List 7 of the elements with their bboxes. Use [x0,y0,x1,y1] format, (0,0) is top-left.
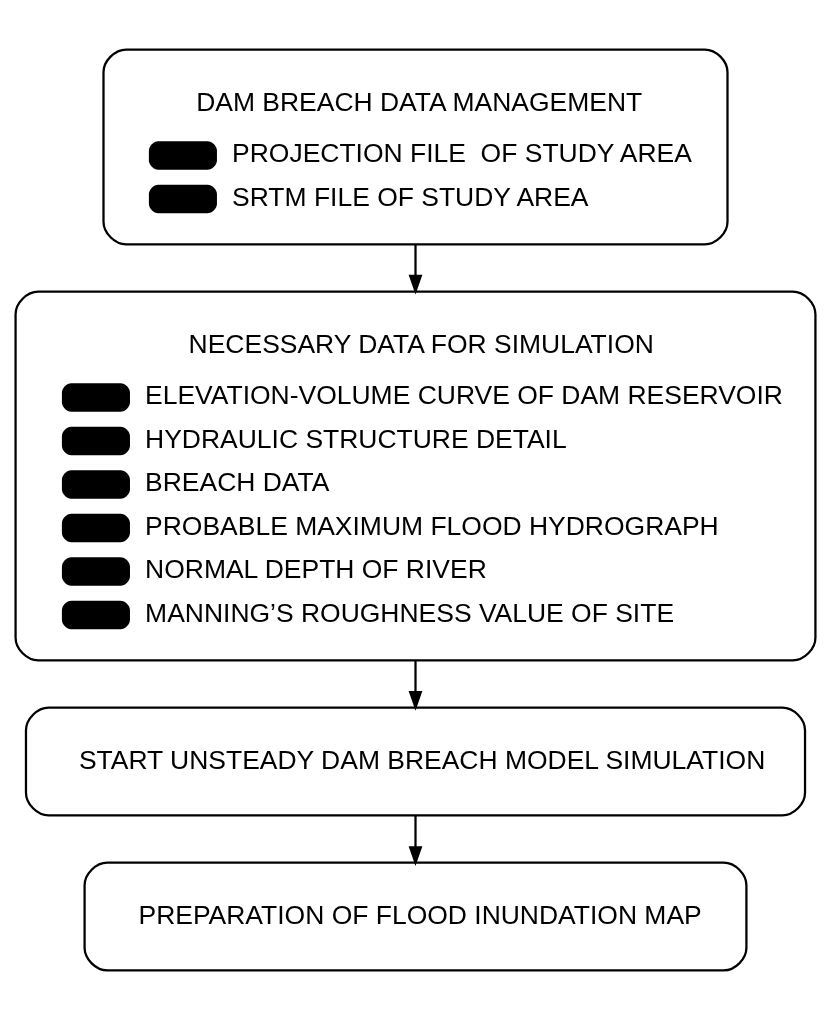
arrow [408,814,423,866]
arrow [408,244,423,295]
node-box: START UNSTEADY DAM BREACH MODEL SIMULATION [24,705,807,816]
node-box: PREPARATION OF FLOOD INUNDATION MAP [83,861,748,972]
node-box: NECESSARY DATA FOR SIMULATION ELEVATION-VOLUME CURVE OF DAM RESERVOIR HYDRAULIC STRUCTURE DETAIL BREACH DATA PROBABLE MAXIMUM FLOOD HYDROGRAPH NORMAL DEPTH OF RIVER MANNING’S ROUGHNESS VALUE OF SITE [14,289,817,661]
arrow [408,660,423,711]
node-box: DAM BREACH DATA MANAGEMENT PROJECTION FILE OF STUDY AREA SRTM FILE OF STUDY AREA [102,47,729,245]
